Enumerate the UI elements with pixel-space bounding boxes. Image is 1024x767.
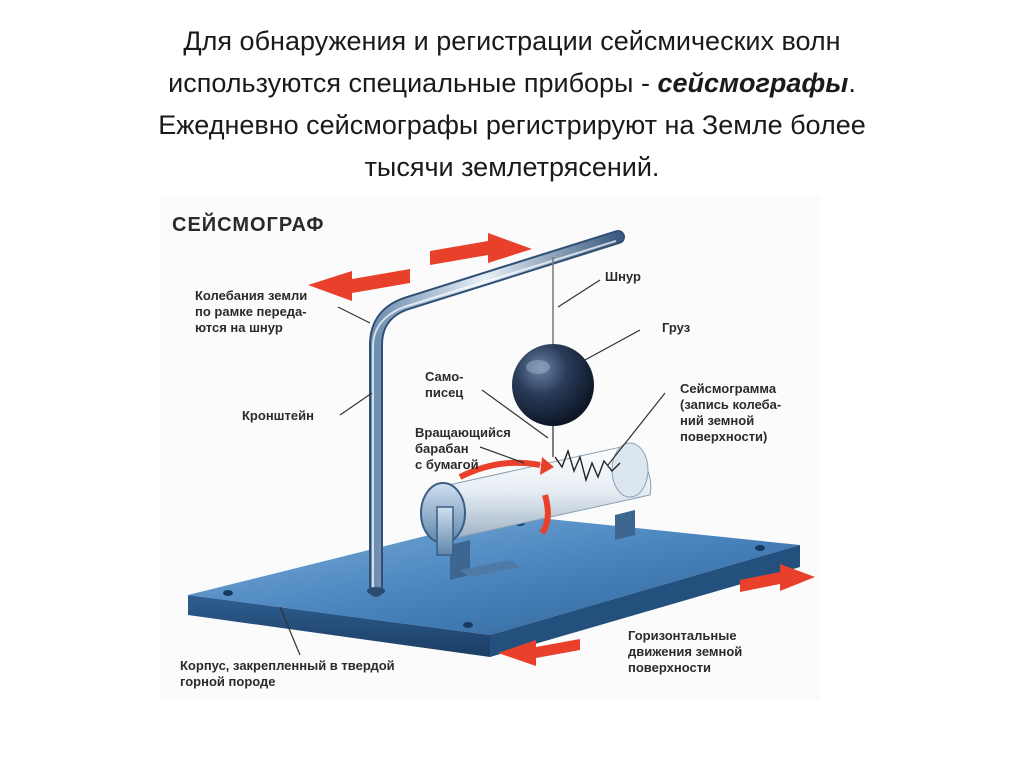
label-bracket: Кронштейн xyxy=(242,408,314,423)
svg-text:Само-: Само- xyxy=(425,369,464,384)
svg-text:Вращающийся: Вращающийся xyxy=(415,425,511,440)
heading-line-1: Для обнаружения и регистрации сейсмическ… xyxy=(183,26,841,56)
svg-text:Горизонтальные: Горизонтальные xyxy=(628,628,737,643)
svg-text:горной породе: горной породе xyxy=(180,674,276,689)
weight-ball xyxy=(512,344,594,426)
vibration-arrows xyxy=(308,233,815,666)
label-body: Корпус, закрепленный в твердой горной по… xyxy=(180,658,395,689)
label-weight: Груз xyxy=(662,320,691,335)
heading-line-2c: . xyxy=(848,68,856,98)
svg-text:поверхности: поверхности xyxy=(628,660,711,675)
svg-text:писец: писец xyxy=(425,385,463,400)
svg-text:Корпус, закрепленный в твердой: Корпус, закрепленный в твердой xyxy=(180,658,395,673)
arrow-left-bottom xyxy=(498,639,580,666)
arrow-left-top xyxy=(308,269,410,301)
drum-assembly xyxy=(420,442,652,580)
bracket-rod xyxy=(367,230,625,597)
arrow-right-top xyxy=(430,233,532,265)
seismogram-trace xyxy=(554,448,621,483)
heading-line-4: тысячи землетрясений. xyxy=(364,152,660,182)
heading-text: Для обнаружения и регистрации сейсмическ… xyxy=(60,20,964,188)
label-drum: Вращающийся барабан с бумагой xyxy=(415,425,511,472)
heading-line-2: используются специальные приборы - сейсм… xyxy=(60,62,964,104)
diagram-title: СЕЙСМОГРАФ xyxy=(172,212,325,236)
svg-text:Колебания земли: Колебания земли xyxy=(195,288,307,303)
svg-text:ются на шнур: ются на шнур xyxy=(195,320,283,335)
label-cord: Шнур xyxy=(605,269,641,284)
svg-text:поверхности): поверхности) xyxy=(680,429,767,444)
seismograph-figure: СЕЙСМОГРАФ xyxy=(160,195,820,700)
svg-text:(запись колеба-: (запись колеба- xyxy=(680,397,781,412)
svg-text:ний земной: ний земной xyxy=(680,413,754,428)
arrow-right-bottom xyxy=(740,564,815,592)
seismograph-illustration: СЕЙСМОГРАФ xyxy=(160,195,820,700)
label-vibration: Колебания земли по рамке переда- ются на… xyxy=(195,288,307,335)
leader-lines xyxy=(279,279,666,656)
label-seismogram: Сейсмограмма (запись колеба- ний земной … xyxy=(680,381,781,444)
svg-text:с бумагой: с бумагой xyxy=(415,457,479,472)
svg-text:Сейсмограмма: Сейсмограмма xyxy=(680,381,777,396)
label-pen: Само- писец xyxy=(425,369,464,400)
svg-text:по рамке переда-: по рамке переда- xyxy=(195,304,307,319)
label-horizontal: Горизонтальные движения земной поверхнос… xyxy=(628,628,742,675)
heading-line-2a: используются специальные приборы - xyxy=(168,68,658,98)
svg-text:барабан: барабан xyxy=(415,441,469,456)
heading-emphasis: сейсмографы xyxy=(657,68,849,98)
base-plate xyxy=(188,515,800,657)
svg-text:движения земной: движения земной xyxy=(628,644,742,659)
heading-line-3: Ежедневно сейсмографы регистрируют на Зе… xyxy=(158,110,866,140)
